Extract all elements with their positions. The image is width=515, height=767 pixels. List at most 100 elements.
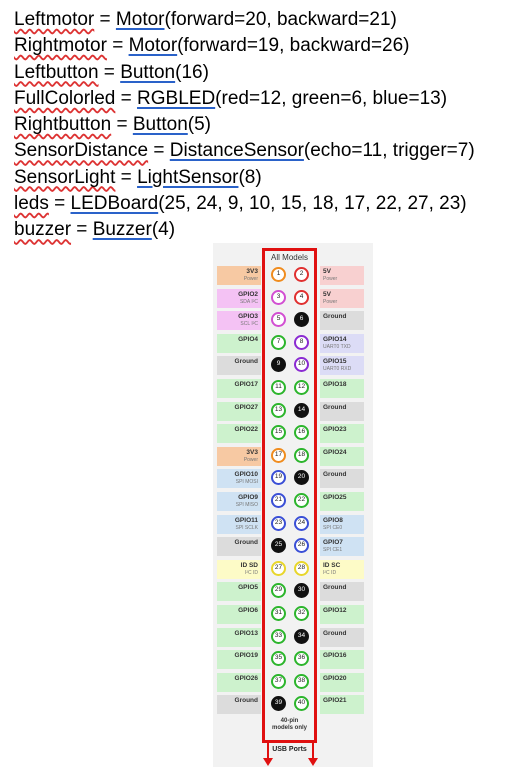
pin-label-right: Ground <box>320 401 364 421</box>
pin-label-left: GPIO6 <box>217 605 261 624</box>
pin-function: GPIO16 <box>323 652 347 660</box>
variable-name: buzzer <box>14 219 72 241</box>
variable-name: SensorDistance <box>14 140 149 162</box>
variable-name: leds <box>14 193 49 215</box>
pin-11: 11 <box>271 380 286 395</box>
pin-function: GPIO6 <box>238 607 258 614</box>
pin-function: 5V <box>323 290 331 298</box>
assign-operator: = <box>98 61 121 83</box>
code-line: Rightbutton = Button(5) <box>14 112 475 138</box>
pin-function: ID SC <box>323 561 341 569</box>
usb-arrow-left <box>267 743 269 760</box>
pin-16: 16 <box>294 425 309 441</box>
variable-name: Leftbutton <box>14 61 99 83</box>
variable-name: Leftmotor <box>14 9 95 30</box>
pin-function: GPIO22 <box>234 426 258 434</box>
pin-18: 18 <box>294 447 309 463</box>
pin-10: 10 <box>294 357 309 373</box>
pin-function: Ground <box>323 584 347 592</box>
arrow-down-icon <box>263 758 273 766</box>
pin-subfunction: Power <box>243 276 258 282</box>
pin-33: 33 <box>271 628 286 644</box>
pin-29: 29 <box>271 583 286 599</box>
pin-function: Ground <box>234 697 258 705</box>
pin-39: 39 <box>271 696 286 712</box>
pin-label-right: GPIO21 <box>320 695 364 715</box>
code-line: Leftbutton = Button(16) <box>14 60 475 86</box>
arrow-down-icon <box>308 758 318 766</box>
pin-function: GPIO5 <box>238 584 258 592</box>
assign-operator: = <box>71 219 93 241</box>
pin-21: 21 <box>271 493 286 508</box>
class-name: Motor <box>128 35 178 57</box>
pin-function: GPIO7 <box>323 539 343 547</box>
pin-function: GPIO24 <box>323 448 347 456</box>
pin-30: 30 <box>294 583 309 599</box>
pin-34: 34 <box>294 628 309 644</box>
pin-function: GPIO12 <box>323 607 347 614</box>
pin-4: 4 <box>294 289 309 305</box>
pin-label-right: GPIO25 <box>320 492 364 511</box>
pin-function: GPIO23 <box>323 426 347 434</box>
pin-label-left: Ground <box>217 695 261 715</box>
class-name: Button <box>132 114 188 136</box>
pin-35: 35 <box>271 651 286 667</box>
class-name: Motor <box>115 9 165 30</box>
class-name: RGBLED <box>137 87 216 109</box>
arguments: (forward=20, backward=21) <box>164 9 397 30</box>
pin-31: 31 <box>271 606 286 621</box>
pin-7: 7 <box>271 334 286 350</box>
pin-function: GPIO20 <box>323 674 347 682</box>
variable-name: Rightbutton <box>14 114 112 136</box>
pin-function: GPIO3 <box>238 313 258 321</box>
pin-subfunction: SPI CE1 <box>323 547 343 554</box>
footer-note-line2: models only <box>271 725 307 731</box>
code-line: FullColorled = RGBLED(red=12, green=6, b… <box>14 86 475 112</box>
pin-label-left: Ground <box>217 356 261 376</box>
pin-24: 24 <box>294 515 309 531</box>
pin-13: 13 <box>271 402 286 418</box>
pin-function: Ground <box>323 629 347 637</box>
pin-function: GPIO19 <box>234 652 258 660</box>
assign-operator: = <box>94 9 116 30</box>
pin-12: 12 <box>294 380 309 395</box>
usb-ports-label: USB Ports <box>272 746 307 753</box>
pin-36: 36 <box>294 651 309 667</box>
arguments: (forward=19, backward=26) <box>177 35 410 57</box>
pin-function: GPIO26 <box>234 674 258 682</box>
pin-function: 3V3 <box>246 268 258 275</box>
pin-label-left: GPIO5 <box>217 582 261 602</box>
pin-function: 3V3 <box>246 448 258 456</box>
pin-20: 20 <box>294 470 309 486</box>
code-block: Leftmotor = Motor(forward=20, backward=2… <box>14 7 475 244</box>
pin-subfunction: SPI CE0 <box>323 524 343 531</box>
pin-function: GPIO10 <box>234 471 258 479</box>
pin-label-left: GPIO19 <box>217 650 261 670</box>
pin-function: 5V <box>323 268 331 275</box>
pin-label-right: Ground <box>320 469 364 489</box>
pin-26: 26 <box>294 538 309 554</box>
class-name: Button <box>120 61 176 83</box>
variable-name: SensorLight <box>14 166 116 188</box>
pin-subfunction: UART0 TXD <box>323 343 351 350</box>
pin-19: 19 <box>271 470 286 486</box>
pin-subfunction: SPI MOSI <box>235 479 258 486</box>
pin-function: GPIO18 <box>323 381 347 388</box>
pin-23: 23 <box>271 515 286 531</box>
arguments: (8) <box>238 166 262 188</box>
pin-subfunction: Power <box>323 298 338 305</box>
pin-label-right: Ground <box>320 582 364 602</box>
pin-subfunction: UART0 RXD <box>323 366 352 373</box>
pin-subfunction: SPI SCLK <box>235 524 258 531</box>
pin-subfunction: SCL I²C <box>240 321 258 328</box>
